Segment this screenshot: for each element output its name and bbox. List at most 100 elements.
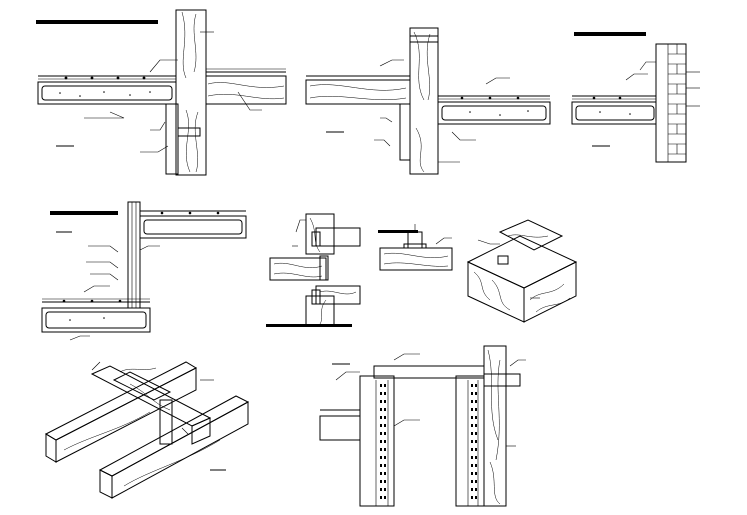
detail-1-timber-beam [205,75,287,105]
brick-hole [384,480,386,483]
brick-hole [471,464,473,467]
brick-hole [471,384,473,387]
brick-hole [384,392,386,395]
detail-6-post-cap [378,224,453,271]
detail-2-rebar-dots [460,96,529,116]
brick-hole [380,456,382,459]
brick-hole [380,480,382,483]
brick-hole [475,392,477,395]
brick-hole [384,432,386,435]
detail-5-lower-joist [315,285,361,305]
detail-9-brick-joints [375,380,479,506]
detail-9-right-brick-wall [455,375,485,507]
detail-2-timber-post [409,27,439,175]
detail-8-cross-beam [90,365,212,427]
detail-9-brick-holes [380,384,477,499]
brick-hole [380,416,382,419]
brick-hole [471,456,473,459]
brick-hole [380,464,382,467]
detail-2-slab [437,101,551,125]
detail-2-slab-post-junction [305,27,551,175]
brick-hole [471,400,473,403]
brick-hole [475,424,477,427]
brick-hole [384,464,386,467]
detail-2-timber-beam [305,79,411,105]
brick-hole [380,440,382,443]
brick-hole [384,408,386,411]
brick-hole [475,432,477,435]
brick-hole [384,456,386,459]
brick-hole [471,408,473,411]
brick-hole [475,416,477,419]
detail-1-title-bar [36,20,158,24]
brick-hole [471,392,473,395]
detail-9-brick-wall-slab [319,345,526,507]
detail-7-isometric-cross-joint [466,219,578,323]
brick-hole [471,496,473,499]
detail-8-post [159,399,173,445]
brick-hole [471,448,473,451]
brick-hole [384,424,386,427]
detail-5-middle-joist [269,257,327,281]
detail-6-beam [379,247,453,271]
detail-1-slab-post-junction [36,9,287,176]
brick-hole [380,448,382,451]
detail-5-post-upper [305,213,335,255]
detail-7-timber-b [498,219,564,251]
brick-hole [384,488,386,491]
brick-hole [471,416,473,419]
brick-hole [475,448,477,451]
detail-5-upper-joist [315,227,361,247]
brick-hole [475,496,477,499]
detail-5-title-bar [266,324,352,327]
brick-hole [384,448,386,451]
brick-hole [475,384,477,387]
brick-hole [471,488,473,491]
brick-hole [475,456,477,459]
detail-9-left-brick-wall [359,375,395,507]
brick-hole [380,424,382,427]
brick-hole [471,440,473,443]
detail-9-slab [319,415,361,441]
brick-hole [475,472,477,475]
detail-6-title-bar [378,230,418,233]
brick-hole [384,416,386,419]
brick-hole [475,488,477,491]
brick-hole [384,472,386,475]
detail-3-title-bar [574,32,646,36]
brick-hole [380,392,382,395]
brick-hole [380,408,382,411]
brick-hole [380,384,382,387]
detail-3-slab-brick-wall [571,32,700,163]
brick-hole [380,400,382,403]
brick-hole [471,472,473,475]
detail-1-timber-post [175,9,207,176]
detail-1-slab [37,81,177,105]
brick-hole [380,432,382,435]
brick-hole [384,496,386,499]
brick-hole [475,464,477,467]
detail-4-upper-slab [139,215,247,239]
brick-hole [475,480,477,483]
detail-8-isometric-frame [44,361,250,499]
brick-hole [380,488,382,491]
brick-hole [471,424,473,427]
brick-hole [471,480,473,483]
brick-hole [380,496,382,499]
brick-hole [475,400,477,403]
detail-4-wall [127,201,141,309]
detail-3-slab [571,101,657,125]
detail-4-title-bar [50,211,118,215]
detail-4-double-slab-wall [41,201,247,341]
detail-9-timber-post [483,345,507,507]
brick-hole [475,408,477,411]
detail-3-brick-courses [667,44,686,162]
detail-1-rebar-dots [59,76,151,97]
detail-5-post-joist-bracket [266,213,361,327]
brick-hole [471,432,473,435]
brick-hole [384,384,386,387]
brick-hole [380,472,382,475]
brick-hole [384,440,386,443]
brick-hole [475,440,477,443]
